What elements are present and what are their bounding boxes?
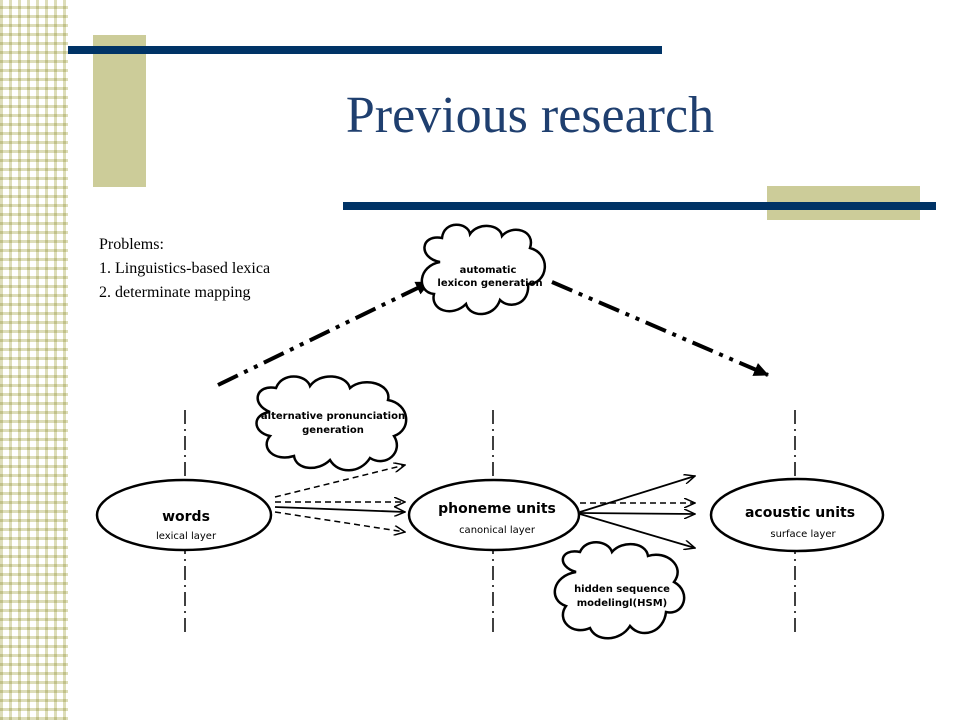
- node-words: [95, 478, 273, 552]
- slide-title: Previous research: [345, 87, 715, 144]
- problem-item-1: 1. Linguistics-based lexica: [99, 260, 271, 277]
- node-phoneme-units: [407, 478, 581, 552]
- arrow-words-phoneme-dashed-1: [274, 465, 405, 498]
- arrow-phoneme-acoustic-3: [579, 513, 695, 548]
- arrow-words-phoneme-dashed-3: [274, 511, 405, 532]
- node-acoustic-title: acoustic units: [745, 505, 855, 521]
- cloud-alt-line1: alternative pronunciation: [261, 411, 405, 422]
- cloud-alternative-pronunciation: [255, 375, 408, 472]
- problem-item-2: 2. determinate mapping: [99, 284, 251, 301]
- node-phoneme-title: phoneme units: [438, 501, 556, 517]
- node-acoustic-units: [709, 477, 885, 553]
- node-phoneme-subtitle: canonical layer: [459, 525, 536, 536]
- cloud-auto-line1: automatic: [460, 265, 517, 276]
- arrow-phoneme-acoustic-1: [579, 476, 695, 513]
- cloud-auto-line2: lexicon generation: [437, 278, 542, 289]
- arrow-words-to-lexicon: [217, 280, 431, 387]
- node-words-subtitle: lexical layer: [156, 531, 217, 542]
- decor-bar-bottom: [343, 202, 936, 210]
- node-words-title: words: [162, 509, 210, 525]
- arrow-lexicon-to-acoustic: [551, 280, 769, 377]
- arrow-phoneme-acoustic-2: [579, 513, 695, 514]
- cloud-hidden-sequence-modeling: [553, 541, 686, 640]
- cloud-hsm-line2: modelingl(HSM): [577, 598, 667, 609]
- side-stripe-pattern: [0, 0, 68, 720]
- decor-bar-top: [68, 46, 662, 54]
- arrow-words-phoneme-solid: [274, 506, 405, 512]
- decor-block-left: [93, 35, 146, 187]
- problems-heading: Problems:: [99, 236, 164, 253]
- cloud-alt-line2: generation: [302, 425, 364, 436]
- node-acoustic-subtitle: surface layer: [770, 529, 836, 540]
- problems-list: Problems: 1. Linguistics-based lexica 2.…: [99, 233, 270, 305]
- cloud-automatic-lexicon: [420, 223, 547, 316]
- cloud-hsm-line1: hidden sequence: [574, 584, 670, 595]
